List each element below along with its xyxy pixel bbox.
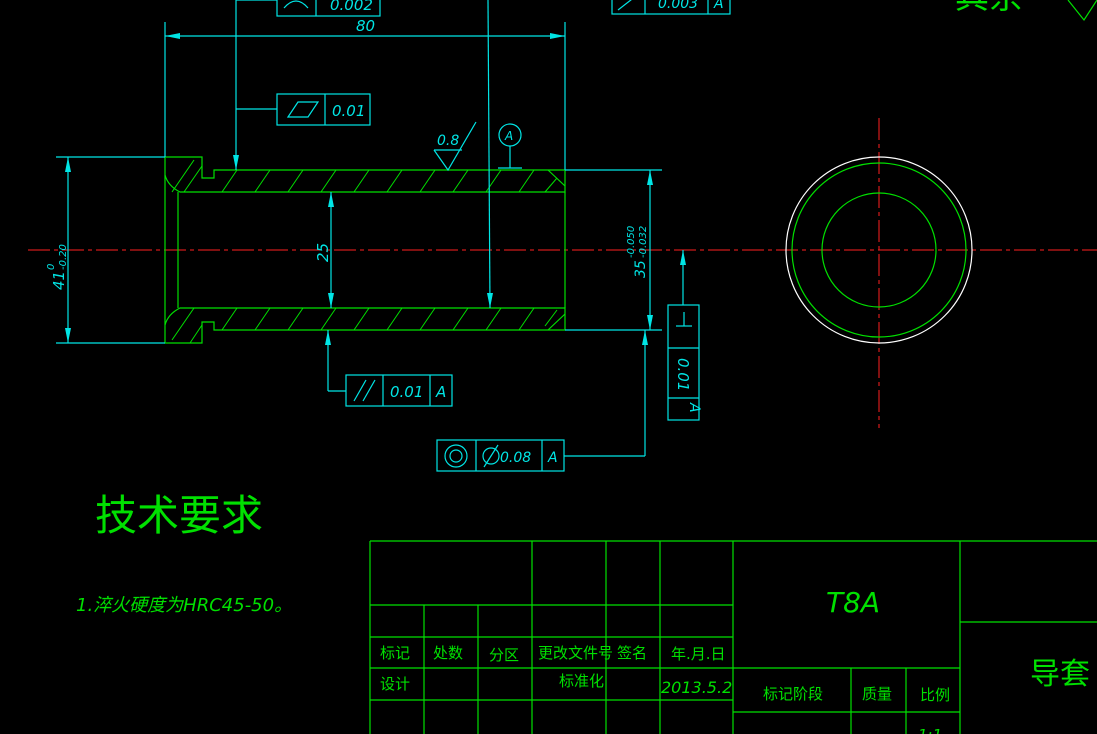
dimension-lines: 80 41 0 -0.20 25 35 -0.050 -0.032 bbox=[46, 0, 662, 344]
title-header-date: 年.月.日 bbox=[671, 645, 726, 663]
upper-wall-outline bbox=[164, 156, 566, 193]
title-scale-value: 1:1 bbox=[918, 726, 942, 734]
end-view bbox=[785, 156, 973, 344]
dim-outer-dia-upper: 0 bbox=[46, 264, 57, 270]
tol-parallel-datum: A bbox=[435, 383, 446, 401]
tech-requirement-item-1: 1.淬火硬度为HRC45-50。 bbox=[76, 595, 292, 616]
hatching-upper bbox=[171, 159, 558, 193]
tolerance-frame-flatness: 0.01 bbox=[233, 93, 371, 170]
tolerance-frame-concentricity: 0.08 A bbox=[436, 330, 648, 472]
title-header-sign: 签名 bbox=[617, 644, 647, 662]
center-lines bbox=[28, 118, 1097, 428]
chamfer-lower-right bbox=[547, 313, 566, 331]
technical-requirements: 技术要求 1.淬火硬度为HRC45-50。 bbox=[76, 491, 292, 616]
lower-wall-outline bbox=[164, 307, 566, 344]
surface-finish-symbol: 0.8 bbox=[433, 121, 477, 172]
tech-requirements-heading: 技术要求 bbox=[95, 491, 263, 540]
dim-length-text: 80 bbox=[356, 17, 375, 35]
hatching-lower bbox=[171, 307, 558, 344]
surface-finish-value: 0.8 bbox=[437, 133, 459, 149]
datum-a-symbol: A bbox=[498, 123, 522, 169]
dim-bore-text: 25 bbox=[314, 243, 332, 262]
end-view-outer-circle bbox=[791, 162, 967, 338]
title-part-name: 导套 bbox=[1030, 657, 1090, 692]
bushing-section bbox=[164, 156, 566, 344]
title-mass: 质量 bbox=[862, 685, 892, 703]
top-right-partial-text: 其余 bbox=[955, 0, 1023, 17]
tol-parallel-value: 0.01 bbox=[390, 383, 423, 401]
title-header-count: 处数 bbox=[433, 644, 463, 662]
top-right-partial-note: 其余 bbox=[955, 0, 1097, 22]
dim-outer-dia-text: 41 bbox=[50, 271, 68, 290]
tolerance-frame-top-left: 0.002 bbox=[235, 0, 381, 104]
tolerance-frame-perpendicular: 0.01 A bbox=[667, 250, 702, 421]
dim-outer-dia-lower: -0.20 bbox=[58, 244, 69, 270]
datum-a-label: A bbox=[504, 129, 513, 143]
dim-shaft-dia-upper: -0.050 bbox=[626, 226, 637, 258]
title-header-mark: 标记 bbox=[380, 644, 410, 662]
title-block: T8A 导套 标记 处数 分区 更改文件号 签名 年.月.日 设计 标准化 20… bbox=[369, 540, 1097, 734]
title-standardize: 标准化 bbox=[559, 672, 604, 690]
dim-shaft-dia-lower: -0.032 bbox=[638, 226, 649, 258]
tol-perpendicular-value: 0.01 bbox=[674, 358, 692, 391]
tol-top-left-value: 0.002 bbox=[330, 0, 373, 14]
tolerance-frame-top-right: 0.003 A bbox=[611, 0, 731, 15]
tol-top-right-datum: A bbox=[713, 0, 724, 12]
dim-shaft-dia-text: 35 bbox=[633, 260, 649, 278]
tol-top-right-value: 0.003 bbox=[658, 0, 698, 12]
tol-concentricity-value: 0.08 bbox=[500, 450, 531, 466]
tol-perpendicular-datum: A bbox=[686, 402, 702, 413]
tol-flatness-value: 0.01 bbox=[332, 102, 365, 120]
title-date-value: 2013.5.2 bbox=[661, 678, 732, 697]
title-header-zone: 分区 bbox=[489, 646, 519, 664]
title-designer: 设计 bbox=[380, 675, 410, 693]
title-stage-mark: 标记阶段 bbox=[763, 685, 823, 703]
end-view-inner-circle bbox=[821, 192, 937, 308]
end-view-chamfer-circle bbox=[785, 156, 973, 344]
title-material: T8A bbox=[826, 586, 880, 619]
tolerance-frame-parallel: 0.01 A bbox=[325, 330, 453, 407]
title-scale: 比例 bbox=[920, 686, 950, 704]
title-header-change-doc: 更改文件号 bbox=[538, 644, 613, 662]
tol-concentricity-datum: A bbox=[547, 450, 558, 466]
